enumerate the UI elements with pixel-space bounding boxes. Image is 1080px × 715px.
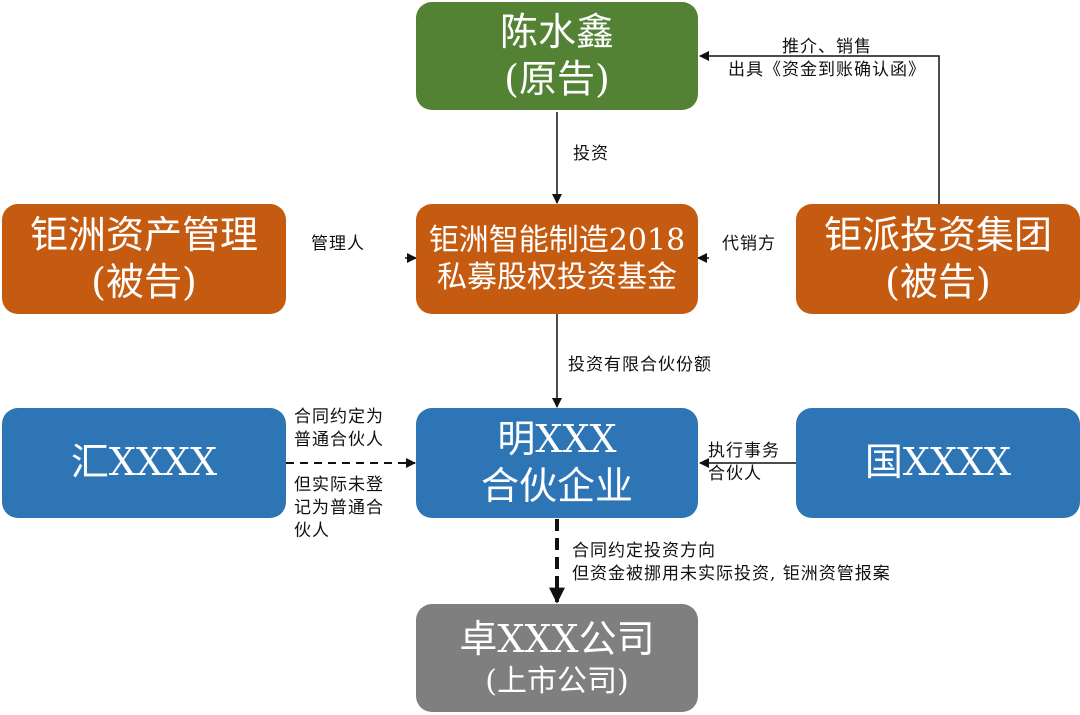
label-group-to-plaintiff-line1: 推介、销售 — [782, 37, 872, 57]
node-listed: 卓XXX公司 (上市公司) — [416, 604, 698, 712]
node-group-role: (被告) — [885, 260, 991, 304]
label-manager-to-fund: 管理人 — [311, 234, 365, 254]
label-hui-top-line2: 普通合伙人 — [294, 429, 384, 450]
node-fund-line2: 私募股权投资基金 — [437, 260, 677, 295]
label-group-to-fund: 代销方 — [722, 234, 776, 254]
label-group-to-plaintiff: 推介、销售 出具《资金到账确认函》 — [716, 36, 938, 82]
node-manager: 钜洲资产管理 (被告) — [2, 204, 286, 314]
label-hui-bottom-line2: 记为普通合 — [294, 497, 384, 518]
label-listed-line2: 但资金被挪用未实际投资, 钜洲资管报案 — [572, 563, 891, 584]
node-partnership: 明XXX 合伙企业 — [416, 408, 698, 518]
node-group: 钜派投资集团 (被告) — [796, 204, 1080, 314]
node-partnership-line2: 合伙企业 — [480, 464, 633, 508]
node-manager-name: 钜洲资产管理 — [29, 212, 258, 257]
node-group-name: 钜派投资集团 — [823, 212, 1052, 257]
node-hui: 汇XXXX — [2, 408, 286, 518]
node-manager-role: (被告) — [91, 260, 197, 304]
label-plaintiff-to-fund: 投资 — [573, 144, 609, 164]
label-guo-to-partnership: 执行事务 合伙人 — [708, 440, 780, 486]
node-guo-name: 国XXXX — [864, 440, 1012, 485]
label-hui-top-line1: 合同约定为 — [294, 407, 384, 427]
node-fund: 钜洲智能制造2018 私募股权投资基金 — [416, 204, 698, 314]
node-plaintiff-role: (原告) — [504, 57, 610, 101]
label-listed-line1: 合同约定投资方向 — [572, 541, 716, 561]
node-fund-line1: 钜洲智能制造2018 — [428, 222, 686, 258]
label-partnership-to-listed: 合同约定投资方向 但资金被挪用未实际投资, 钜洲资管报案 — [572, 540, 891, 586]
label-hui-top: 合同约定为 普通合伙人 — [294, 406, 384, 452]
label-fund-to-partnership: 投资有限合伙份额 — [568, 355, 712, 375]
label-group-to-plaintiff-line2: 出具《资金到账确认函》 — [728, 59, 926, 80]
node-listed-name: 卓XXX公司 — [459, 616, 655, 661]
node-guo: 国XXXX — [796, 408, 1080, 518]
edge-group-to-plaintiff — [699, 51, 940, 204]
node-hui-name: 汇XXXX — [70, 440, 218, 485]
label-hui-bottom-line3: 伙人 — [294, 520, 330, 541]
label-hui-bottom: 但实际未登 记为普通合 伙人 — [294, 474, 384, 543]
node-plaintiff: 陈水鑫 (原告) — [416, 2, 698, 110]
node-partnership-line1: 明XXX — [497, 416, 617, 461]
label-guo-line2: 合伙人 — [708, 463, 762, 484]
label-guo-line1: 执行事务 — [708, 441, 780, 461]
node-plaintiff-name: 陈水鑫 — [499, 9, 614, 54]
label-hui-bottom-line1: 但实际未登 — [294, 475, 384, 495]
node-listed-role: (上市公司) — [485, 664, 629, 699]
